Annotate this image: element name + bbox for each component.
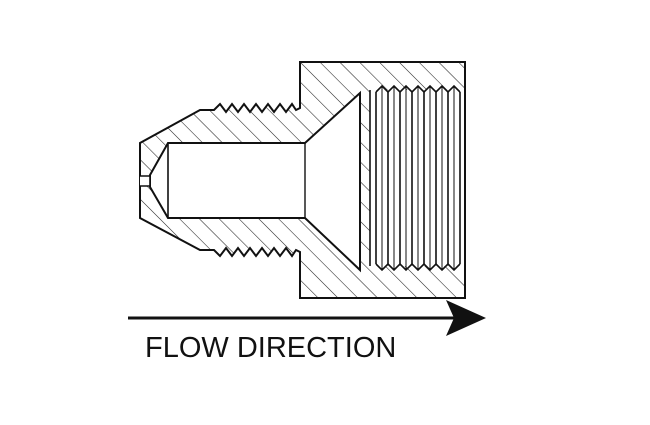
orifice — [140, 175, 151, 187]
inner-bore — [149, 90, 361, 273]
female-thread-lines — [369, 84, 466, 272]
flow-direction-label: FLOW DIRECTION — [145, 332, 396, 364]
flow-arrow-icon — [128, 300, 486, 336]
fitting-body — [139, 61, 466, 299]
flow-arrow-head — [446, 300, 486, 336]
